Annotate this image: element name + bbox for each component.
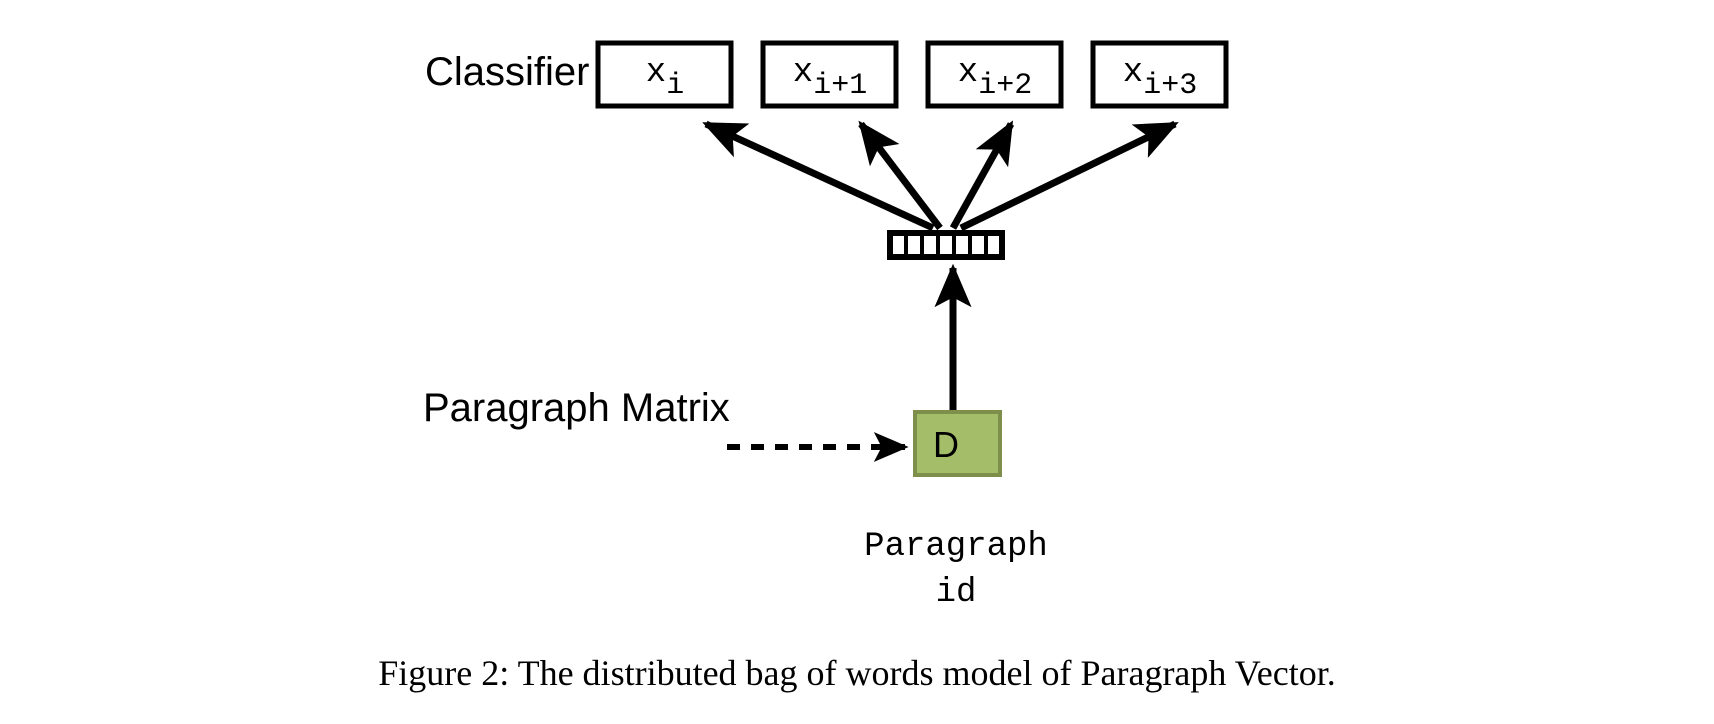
figure-caption: Figure 2: The distributed bag of words m… <box>378 653 1336 693</box>
arrow-to-word-box-3 <box>959 120 1179 232</box>
classifier-label: Classifier <box>425 50 590 94</box>
word-box-label-3: xi+3 <box>1085 54 1235 101</box>
word-box-label-base-0: x <box>645 54 667 92</box>
word-box-label-sub-0: i <box>666 69 685 103</box>
paragraph-matrix-label: Paragraph Matrix <box>423 386 730 430</box>
word-box-1[interactable] <box>760 40 899 109</box>
word-box-label-base-2: x <box>957 54 979 92</box>
word-box-group <box>595 40 1229 109</box>
matrix-cell-d-box[interactable] <box>913 410 1002 477</box>
word-box-label-2: xi+2 <box>920 54 1070 101</box>
matrix-cell-label: D <box>933 424 959 465</box>
hidden-layer-frame <box>887 230 1005 260</box>
arrow-to-word-box-2 <box>949 120 1015 230</box>
word-box-3[interactable] <box>1090 40 1229 109</box>
word-box-label-1: xi+1 <box>755 54 905 101</box>
word-box-0[interactable] <box>595 40 734 109</box>
hidden-layer[interactable] <box>887 230 1005 260</box>
word-box-label-sub-3: i+3 <box>1143 69 1198 103</box>
word-box-label-base-3: x <box>1122 54 1144 92</box>
word-box-label-sub-2: i+2 <box>978 69 1033 103</box>
arrow-to-word-box-1 <box>858 120 943 231</box>
classifier-arrow-group <box>702 120 1179 232</box>
word-box-label-sub-1: i+1 <box>813 69 868 103</box>
word-box-label-0: xi <box>590 54 740 101</box>
arrow-to-word-box-0 <box>702 120 935 232</box>
paragraph-id-label: Paragraph id <box>864 528 1048 612</box>
word-box-label-base-1: x <box>792 54 814 92</box>
word-box-2[interactable] <box>925 40 1064 109</box>
